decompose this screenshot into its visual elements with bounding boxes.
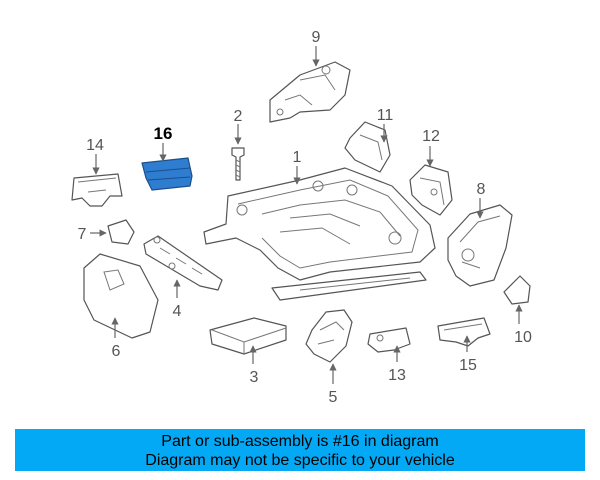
part-2[interactable] <box>231 147 245 181</box>
callout-8[interactable]: 8 <box>477 181 486 198</box>
callout-9[interactable]: 9 <box>312 29 321 46</box>
callout-10[interactable]: 10 <box>514 329 532 346</box>
callout-16[interactable]: 16 <box>154 124 173 143</box>
part-6[interactable] <box>83 253 159 339</box>
part-9[interactable] <box>269 61 351 123</box>
callout-11[interactable]: 11 <box>377 107 394 124</box>
part-5[interactable] <box>305 309 353 363</box>
callout-12[interactable]: 12 <box>422 128 440 145</box>
part-12[interactable] <box>409 164 453 216</box>
part-11[interactable] <box>344 121 391 173</box>
callout-14[interactable]: 14 <box>86 137 104 154</box>
part-16[interactable] <box>141 157 193 191</box>
part-3[interactable] <box>209 317 287 355</box>
callout-3[interactable]: 3 <box>250 369 259 386</box>
callout-13[interactable]: 13 <box>388 367 406 384</box>
callout-15[interactable]: 15 <box>459 357 477 374</box>
info-banner: Part or sub-assembly is #16 in diagram D… <box>15 429 585 471</box>
banner-line-2: Diagram may not be specific to your vehi… <box>145 452 455 469</box>
callout-1[interactable]: 1 <box>293 149 302 166</box>
callout-7[interactable]: 7 <box>78 226 87 243</box>
callout-5[interactable]: 5 <box>329 389 338 406</box>
part-14[interactable] <box>71 173 123 207</box>
part-13[interactable] <box>367 327 411 353</box>
part-1[interactable] <box>203 167 436 301</box>
callout-6[interactable]: 6 <box>112 343 121 360</box>
part-15[interactable] <box>437 317 491 347</box>
part-10[interactable] <box>503 275 531 305</box>
part-7[interactable] <box>107 219 135 245</box>
part-4[interactable] <box>143 235 223 291</box>
callout-4[interactable]: 4 <box>173 303 182 320</box>
parts-diagram: 9 2 11 12 14 16 <box>71 29 532 406</box>
part-8[interactable] <box>447 204 513 287</box>
banner-line-1: Part or sub-assembly is #16 in diagram <box>161 433 439 450</box>
callout-2[interactable]: 2 <box>234 108 243 125</box>
